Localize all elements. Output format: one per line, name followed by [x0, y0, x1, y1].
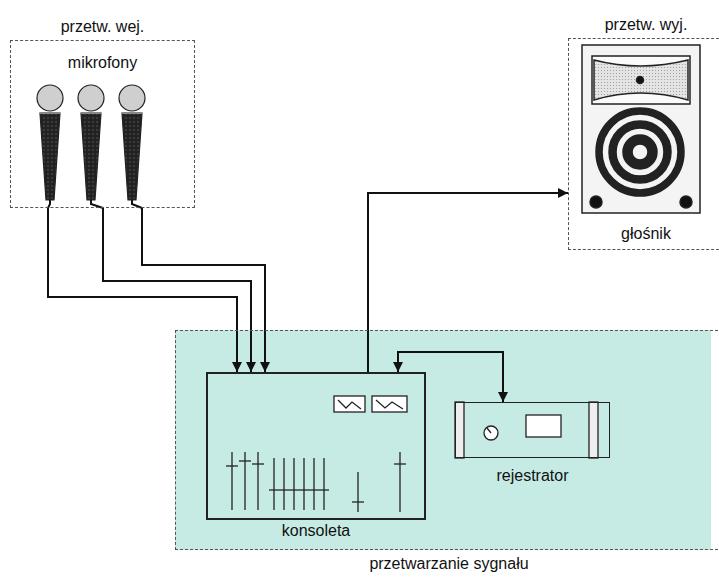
- signal-arrow: [368, 193, 568, 372]
- band-fill: [175, 330, 711, 550]
- console-details: [226, 396, 407, 512]
- recorder-box: rejestrator: [455, 402, 610, 485]
- console-box-outline: [206, 372, 426, 520]
- signal-arrow: [398, 352, 503, 402]
- console-box: konsoleta: [206, 372, 426, 540]
- group-label: głośnik: [621, 224, 671, 243]
- node-label: rejestrator: [455, 466, 610, 485]
- input-group: przetw. wej. mikrofony: [10, 0, 195, 208]
- output-group: przetw. wyj. głośnik: [568, 0, 719, 250]
- group-heading: przetw. wej.: [10, 0, 195, 40]
- processing-band: przetwarzanie sygnału konsoleta rejestrato…: [175, 330, 719, 573]
- signal-arrow: [103, 208, 251, 372]
- group-frame: głośnik: [568, 38, 719, 250]
- recorder-details: [455, 402, 598, 458]
- signal-arrow: [142, 208, 265, 372]
- mic-cables: [48, 200, 142, 208]
- processing-band-outline: [175, 330, 719, 550]
- speaker-icon: [582, 45, 700, 213]
- node-label: konsoleta: [206, 521, 426, 540]
- node-label: przetwarzanie sygnału: [175, 554, 719, 573]
- microphone-icons: [37, 85, 145, 200]
- group-label: mikrofony: [68, 53, 137, 72]
- recorder-box-outline: [455, 402, 610, 458]
- group-frame: mikrofony: [10, 40, 195, 208]
- group-heading: przetw. wyj.: [568, 0, 719, 38]
